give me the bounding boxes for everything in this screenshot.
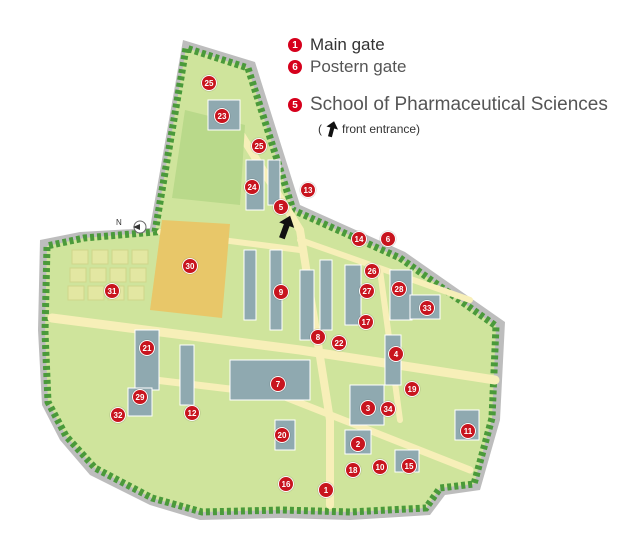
building-marker-25-south[interactable]: 25 [251, 138, 267, 154]
building-marker-18[interactable]: 18 [345, 462, 361, 478]
map-legend: 1 Main gate 6 Postern gate 5 School of P… [288, 34, 638, 116]
compass-icon [133, 220, 147, 234]
badge-postern-gate: 6 [288, 60, 302, 74]
building-marker-15[interactable]: 15 [401, 458, 417, 474]
building-marker-5[interactable]: 5 [273, 199, 289, 215]
buildings [127, 99, 480, 473]
building-marker-30[interactable]: 30 [182, 258, 198, 274]
building-marker-31[interactable]: 31 [104, 283, 120, 299]
building-marker-33[interactable]: 33 [419, 300, 435, 316]
building-marker-6[interactable]: 6 [380, 231, 396, 247]
legend-postern-gate: 6 Postern gate [288, 56, 638, 78]
front-entrance-note: ( front entrance) [318, 120, 420, 138]
building-marker-22[interactable]: 22 [331, 335, 347, 351]
north-label: N [116, 218, 122, 227]
badge-main-gate: 1 [288, 38, 302, 52]
building-marker-13[interactable]: 13 [300, 182, 316, 198]
building-marker-8[interactable]: 8 [310, 329, 326, 345]
building-marker-4[interactable]: 4 [388, 346, 404, 362]
building-marker-10[interactable]: 10 [372, 459, 388, 475]
legend-main-gate: 1 Main gate [288, 34, 638, 56]
tree-border [41, 43, 500, 516]
building-marker-28[interactable]: 28 [391, 281, 407, 297]
legend-postern-gate-label: Postern gate [310, 57, 407, 76]
track-field [172, 110, 245, 205]
building-marker-14[interactable]: 14 [351, 231, 367, 247]
building-marker-20[interactable]: 20 [274, 427, 290, 443]
legend-school-label: School of Pharmaceutical Sciences [310, 94, 608, 115]
building-marker-27[interactable]: 27 [359, 283, 375, 299]
building-marker-23[interactable]: 23 [214, 108, 230, 124]
building-marker-3[interactable]: 3 [360, 400, 376, 416]
legend-school: 5 School of Pharmaceutical Sciences [288, 94, 638, 116]
building-marker-32[interactable]: 32 [110, 407, 126, 423]
legend-main-gate-label: Main gate [310, 35, 385, 54]
walkways [47, 116, 500, 509]
building-marker-17[interactable]: 17 [358, 314, 374, 330]
building-marker-1[interactable]: 1 [318, 482, 334, 498]
building-marker-26[interactable]: 26 [364, 263, 380, 279]
building-marker-11[interactable]: 11 [460, 423, 476, 439]
farm-plots-31 [67, 249, 149, 301]
building-marker-2[interactable]: 2 [350, 436, 366, 452]
front-entrance-arrow-icon [279, 215, 295, 240]
building-marker-21[interactable]: 21 [139, 340, 155, 356]
building-marker-25-north[interactable]: 25 [201, 75, 217, 91]
entrance-label: front entrance) [342, 122, 421, 136]
building-marker-19[interactable]: 19 [404, 381, 420, 397]
building-marker-7[interactable]: 7 [270, 376, 286, 392]
building-marker-12[interactable]: 12 [184, 405, 200, 421]
building-marker-24[interactable]: 24 [244, 179, 260, 195]
building-marker-29[interactable]: 29 [132, 389, 148, 405]
building-marker-16[interactable]: 16 [278, 476, 294, 492]
entrance-open-paren: ( [318, 122, 322, 136]
building-marker-34[interactable]: 34 [380, 401, 396, 417]
building-marker-9[interactable]: 9 [273, 284, 289, 300]
badge-school: 5 [288, 98, 302, 112]
arrow-up-icon [326, 121, 339, 138]
north-indicator: N [116, 218, 124, 227]
